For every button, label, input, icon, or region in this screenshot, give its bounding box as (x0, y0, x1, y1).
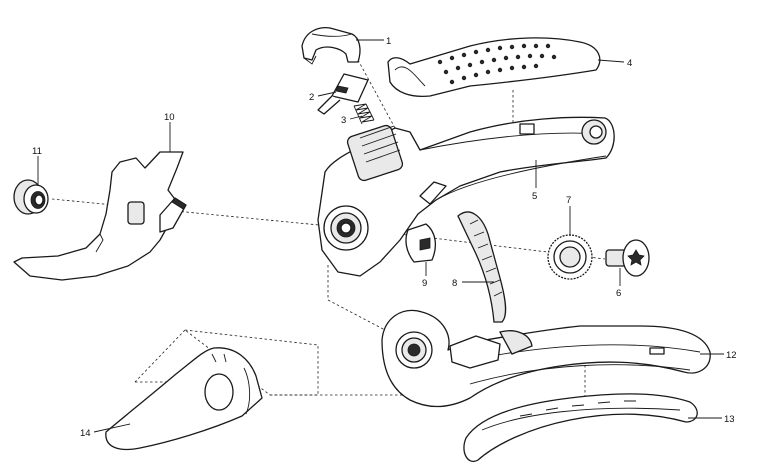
part-10-anvil-blade (13, 151, 187, 281)
part-13-lower-grip (463, 393, 698, 462)
callout-7: 7 (566, 195, 571, 206)
callout-labels: 1 2 3 4 5 6 7 8 9 10 11 12 13 14 (32, 36, 737, 439)
callout-9: 9 (422, 278, 427, 289)
callout-4: 4 (627, 58, 632, 69)
callout-3: 3 (341, 115, 346, 126)
callout-12: 12 (726, 350, 737, 361)
callout-14: 14 (80, 428, 91, 439)
callout-8: 8 (452, 278, 457, 289)
callout-6: 6 (616, 288, 621, 299)
part-11-washer-nut (13, 179, 49, 215)
part-14-cutting-blade (105, 347, 263, 451)
part-4-upper-grip (387, 37, 601, 98)
callout-2: 2 (309, 92, 314, 103)
part-8-spring-strip (457, 211, 507, 323)
pivot-gear (323, 205, 369, 251)
part-6-bolt (605, 239, 650, 277)
part-9-clip (405, 223, 437, 263)
part-2-latch-plate (317, 73, 369, 115)
part-5-upper-handle (317, 116, 615, 277)
callout-5: 5 (532, 191, 537, 202)
callout-11: 11 (32, 146, 42, 157)
callout-10: 10 (164, 112, 175, 123)
callout-1: 1 (386, 36, 391, 47)
part-1-cap (301, 26, 361, 65)
callout-13: 13 (724, 414, 735, 425)
grip-dimples (437, 43, 557, 85)
part-7-gear-washer (547, 234, 593, 280)
part-3-spring (353, 103, 375, 125)
callout-leader-lines (37, 39, 724, 433)
part-12-lower-handle (381, 309, 711, 408)
